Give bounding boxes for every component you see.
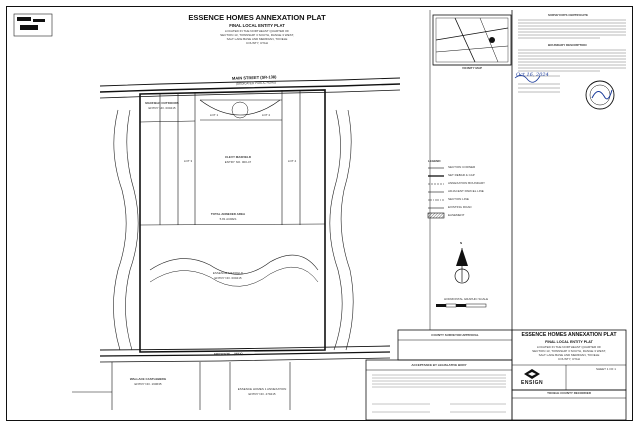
- plat-desc-4: COUNTY, UTAH: [246, 41, 268, 45]
- total-area-label: TOTAL ANNEXED AREA: [210, 212, 246, 216]
- scale-bar: [436, 303, 487, 308]
- legend-item: SECTION CORNER: [448, 165, 476, 169]
- title-block-desc-4: COUNTY, UTAH: [558, 357, 580, 361]
- north-label: N: [460, 241, 463, 245]
- plat-subtitle: FINAL LOCAL ENTITY PLAT: [229, 23, 285, 28]
- west-entry: ENTRY NO. 000415: [148, 106, 176, 110]
- north-arrow-icon: [454, 248, 470, 284]
- recorder-label: TOOELE COUNTY RECORDER: [547, 391, 591, 395]
- plat-title: ESSENCE HOMES ANNEXATION PLAT: [188, 13, 326, 22]
- plat-desc-2: SECTION 13, TOWNSHIP 3 SOUTH, RANGE 3 WE…: [220, 33, 294, 37]
- ensign-logo-icon: [524, 369, 540, 379]
- lower-owner: ESSENCE HOMES 1 ANNEXATION: [237, 387, 287, 391]
- title-block-main: ESSENCE HOMES ANNEXATION PLAT: [521, 332, 617, 338]
- center-owner: CLEVY MAXFIELD: [224, 155, 252, 159]
- vicinity-label: VICINITY MAP: [461, 66, 483, 70]
- lot-4: LOT 4: [287, 159, 297, 163]
- legend-item: SECTION LINE: [448, 197, 469, 201]
- scale-label: HORIZONTAL GRAPHIC SCALE: [444, 297, 489, 301]
- total-area-value: 5.81 ACRES: [219, 217, 237, 221]
- company-name: ENSIGN: [521, 380, 544, 386]
- legend-item: ANNEXATION BOUNDARY: [448, 181, 486, 185]
- surveyor-date: Oct 16, 2024: [516, 72, 549, 78]
- surveyor-seal-icon: [585, 80, 615, 110]
- boundary-title: BOUNDARY DESCRIPTION: [548, 43, 587, 47]
- lower-left-owner: WALLACE CASTLEBERG: [129, 377, 167, 381]
- county-surveyor-approval: COUNTY SURVEYOR APPROVAL: [431, 333, 479, 337]
- sheet-label: SHEET 1 OF 1: [596, 367, 616, 371]
- title-block-desc-3: SALT LAKE BASE AND MERIDIAN, TOOELE: [538, 353, 600, 357]
- legend-item: ADJACENT PARCEL LINE: [448, 189, 484, 193]
- lower-entry: ENTRY NO. 479415: [248, 392, 276, 396]
- legislative-acceptance: ACCEPTANCE BY LEGISLATIVE BODY: [411, 363, 467, 367]
- lower-left-entry: ENTRY NO. 160635: [134, 382, 162, 386]
- legend-item: EASEMENT: [448, 213, 465, 217]
- title-block-desc: LOCATED IN THE NORTHEAST QUARTER OF: [536, 345, 602, 349]
- title-block-sub: FINAL LOCAL ENTITY PLAT: [545, 340, 593, 344]
- lot-1: LOT 1: [209, 113, 219, 117]
- lot-2: LOT 2: [261, 113, 271, 117]
- west-owner: MAXFIELD OUTDOORS: [145, 101, 179, 105]
- legend-item: SET REBAR & CAP: [448, 173, 475, 177]
- surveyor-title: SURVEYOR'S CERTIFICATE: [548, 13, 588, 17]
- south-entry: ENTRY NO. 000415: [214, 276, 242, 280]
- center-entry: ENTRY NO. 000-47: [224, 160, 252, 164]
- lot-3: LOT 3: [183, 159, 193, 163]
- plat-sheet: [6, 6, 633, 421]
- plat-desc-3: SALT LAKE BASE AND MERIDIAN, TOOELE: [226, 37, 288, 41]
- south-street-label: ERICKSON ... (WAY): [213, 351, 243, 357]
- title-block-desc-2: SECTION 13, TOWNSHIP 3 SOUTH, RANGE 3 WE…: [532, 349, 606, 353]
- legend-item: EXISTING ROAD: [448, 205, 472, 209]
- plat-desc-1: LOCATED IN THE NORTHEAST QUARTER OF: [224, 29, 290, 33]
- legend-title: LEGEND: [428, 159, 441, 163]
- south-owner: ESSENCE MAXFIELD: [212, 271, 244, 275]
